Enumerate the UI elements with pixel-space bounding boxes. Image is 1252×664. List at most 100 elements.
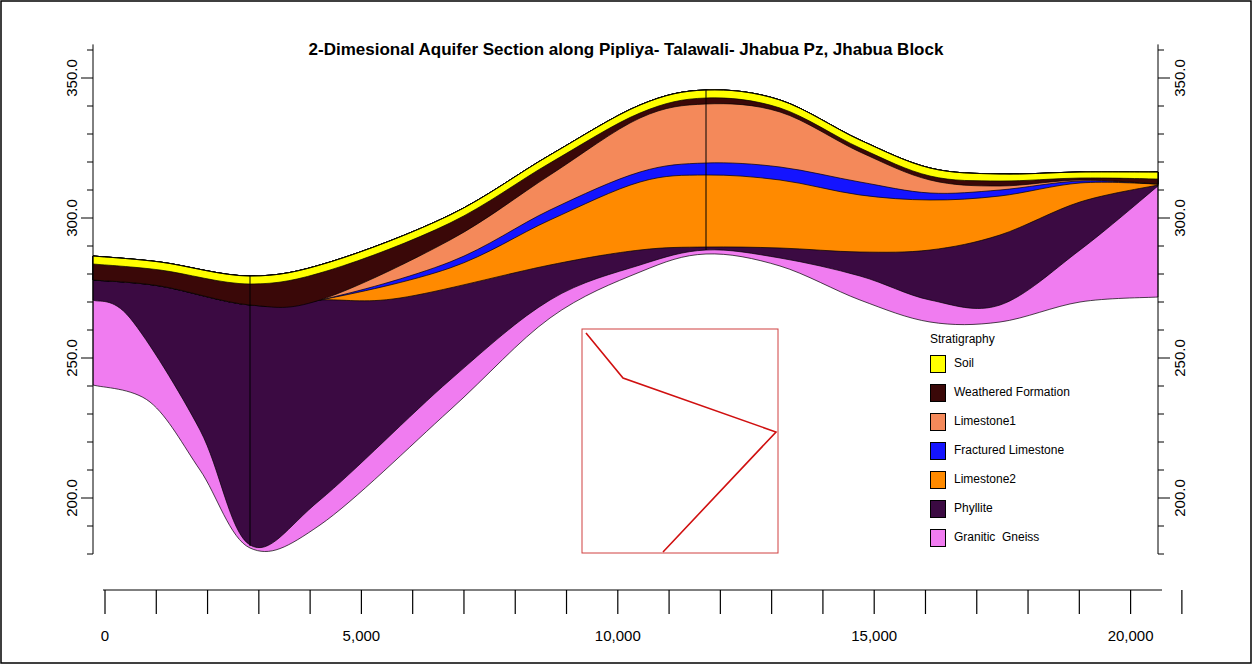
legend-swatch [930, 442, 946, 460]
axis-label: 350.0 [1172, 59, 1189, 97]
y-axis [93, 44, 94, 554]
axis-tick [1158, 50, 1164, 51]
axis-tick [81, 358, 93, 359]
axis-tick [258, 590, 259, 614]
axis-tick [1027, 590, 1028, 614]
axis-tick [87, 162, 93, 163]
legend-swatch [930, 500, 946, 518]
y-axis [1158, 44, 1159, 554]
chart-title: 2-Dimesional Aquifer Section along Pipli… [309, 41, 944, 60]
axis-label: 20,000 [1108, 628, 1154, 645]
axis-tick [87, 414, 93, 415]
axis-tick [1158, 330, 1164, 331]
soil-layer [93, 90, 1158, 284]
axis-tick [874, 590, 875, 614]
axis-tick [1158, 246, 1164, 247]
axis-tick [87, 386, 93, 387]
axis-tick [87, 554, 93, 555]
legend-swatch [930, 413, 946, 431]
axis-tick [617, 590, 618, 614]
axis-tick [156, 590, 157, 614]
axis-label: 15,000 [851, 628, 897, 645]
axis-tick [87, 190, 93, 191]
axis-tick [1158, 162, 1164, 163]
axis-tick [1158, 134, 1164, 135]
axis-tick [87, 274, 93, 275]
axis-tick [81, 218, 93, 219]
axis-tick [87, 526, 93, 527]
axis-tick [81, 78, 93, 79]
axis-tick [87, 442, 93, 443]
axis-tick [361, 590, 362, 614]
axis-label: 350.0 [64, 59, 81, 97]
axis-tick [87, 330, 93, 331]
axis-tick [1079, 590, 1080, 614]
axis-tick [463, 590, 464, 614]
axis-tick [976, 590, 977, 614]
axis-tick [1181, 590, 1182, 614]
axis-tick [87, 246, 93, 247]
axis-tick [1158, 274, 1164, 275]
axis-tick [412, 590, 413, 614]
axis-label: 250.0 [1172, 339, 1189, 377]
axis-tick [1158, 498, 1170, 499]
axis-tick [87, 50, 93, 51]
legend-text: Limestone2 [954, 473, 1016, 486]
borehole-line [250, 276, 251, 546]
axis-tick [1158, 358, 1170, 359]
axis-tick [1158, 470, 1164, 471]
legend-heading: Stratigraphy [930, 333, 995, 346]
borehole-line [706, 90, 707, 250]
axis-label: 250.0 [64, 339, 81, 377]
axis-tick [1158, 190, 1164, 191]
axis-label: 10,000 [595, 628, 641, 645]
axis-tick [87, 302, 93, 303]
ground-surface [93, 90, 1158, 276]
x-axis [103, 590, 1162, 591]
axis-label: 200.0 [1172, 479, 1189, 517]
axis-tick [1130, 590, 1131, 614]
axis-tick [87, 106, 93, 107]
axis-tick [87, 134, 93, 135]
axis-tick [1158, 386, 1164, 387]
legend-swatch [930, 355, 946, 373]
axis-tick [771, 590, 772, 614]
inset-map [582, 329, 778, 553]
legend-swatch [930, 384, 946, 402]
axis-tick [1158, 302, 1164, 303]
section-trace [586, 333, 776, 552]
axis-tick [310, 590, 311, 614]
axis-tick [515, 590, 516, 614]
axis-tick [668, 590, 669, 614]
axis-tick [566, 590, 567, 614]
axis-tick [1158, 554, 1164, 555]
axis-tick [1158, 218, 1170, 219]
legend-text: Limestone1 [954, 415, 1016, 428]
axis-tick [81, 498, 93, 499]
axis-tick [1158, 414, 1164, 415]
axis-label: 300.0 [64, 199, 81, 237]
legend-text: Weathered Formation [954, 386, 1070, 399]
axis-label: 200.0 [64, 479, 81, 517]
axis-label: 5,000 [343, 628, 381, 645]
axis-label: 0 [101, 628, 109, 645]
axis-tick [925, 590, 926, 614]
weathered-layer [93, 90, 1158, 308]
axis-tick [720, 590, 721, 614]
axis-tick [1158, 106, 1164, 107]
legend-text: Granitic Gneiss [954, 531, 1039, 544]
axis-tick [822, 590, 823, 614]
axis-tick [87, 470, 93, 471]
axis-tick [1158, 78, 1170, 79]
axis-label: 300.0 [1172, 199, 1189, 237]
legend-text: Soil [954, 357, 974, 370]
legend-swatch [930, 529, 946, 547]
legend-text: Phyllite [954, 502, 993, 515]
axis-tick [104, 590, 105, 614]
legend-swatch [930, 471, 946, 489]
axis-tick [1158, 526, 1164, 527]
axis-tick [207, 590, 208, 614]
legend-text: Fractured Limestone [954, 444, 1064, 457]
